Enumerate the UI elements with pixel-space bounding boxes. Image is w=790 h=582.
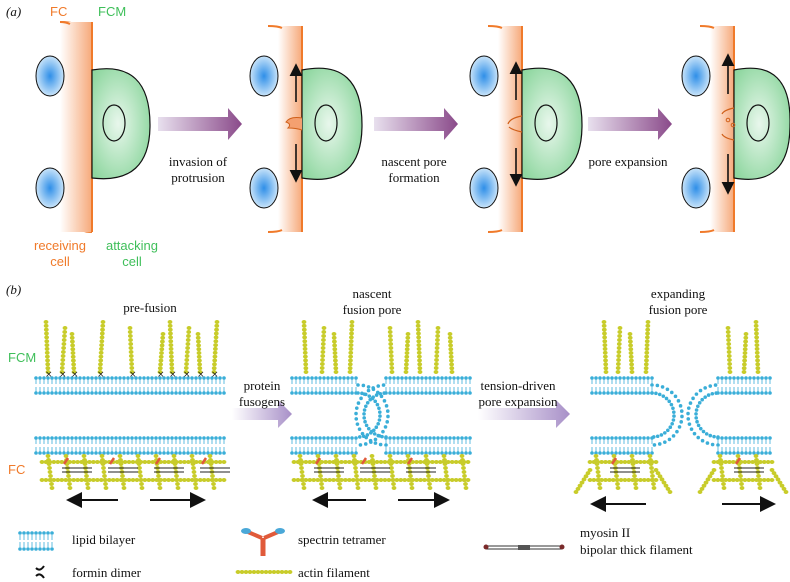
fcm-label: FCM	[98, 4, 126, 19]
stage2-cells	[249, 25, 363, 233]
tension-line1: tension-driven	[480, 378, 556, 393]
stage2-title-line1: nascent	[353, 286, 392, 301]
fc-label-b: FC	[8, 462, 25, 477]
legend-myosin-line2: bipolar thick filament	[580, 542, 693, 557]
stage3-title-line1: expanding	[651, 286, 706, 301]
fcm-actin-filaments: ⨯ ⨯ ⨯ ⨯ ⨯ ⨯ ⨯ ⨯ ⨯ ⨯	[43, 320, 761, 379]
fc-label: FC	[50, 4, 67, 19]
step2-line1: nascent pore	[381, 154, 447, 169]
stage1-title: pre-fusion	[123, 300, 177, 315]
legend-actin-label: actin filament	[298, 565, 370, 580]
fusogens-line2: fusogens	[239, 394, 285, 409]
panel-a-label: (a)	[6, 4, 21, 19]
step2-line2: formation	[388, 170, 440, 185]
fusogens-line1: protein	[244, 378, 281, 393]
attacking-cell-line1: attacking	[106, 238, 158, 253]
receiving-cell-line2: cell	[50, 254, 70, 269]
stage3-title-line2: fusion pore	[649, 302, 708, 317]
stage4-cells	[681, 25, 790, 233]
svg-text:⨯: ⨯	[183, 369, 191, 379]
step-arrow-3	[588, 108, 672, 140]
svg-text:⨯: ⨯	[97, 369, 105, 379]
stage3-cells	[469, 25, 583, 233]
attacking-cell-line2: cell	[122, 254, 142, 269]
step-arrow-b1	[232, 400, 292, 428]
receiving-cell-line1: receiving	[34, 238, 86, 253]
svg-text:⨯: ⨯	[211, 369, 219, 379]
formin-icon	[35, 565, 45, 579]
step-arrow-1	[158, 108, 242, 140]
actin-icon	[235, 570, 293, 574]
legend-formin-label: formin dimer	[72, 565, 142, 580]
step3-line1: pore expansion	[588, 154, 668, 169]
legend-myosin-line1: myosin II	[580, 525, 630, 540]
svg-text:⨯: ⨯	[157, 369, 165, 379]
myosin-icon	[483, 544, 565, 550]
tension-arrows	[66, 492, 776, 512]
fcm-label-b: FCM	[8, 350, 36, 365]
tension-line2: pore expansion	[478, 394, 558, 409]
stage1-cells	[35, 21, 151, 233]
stage2-title-line2: fusion pore	[343, 302, 402, 317]
panel-b-label: (b)	[6, 282, 21, 297]
svg-text:⨯: ⨯	[169, 369, 177, 379]
step-arrow-2	[374, 108, 458, 140]
svg-text:⨯: ⨯	[71, 369, 79, 379]
svg-text:⨯: ⨯	[59, 369, 67, 379]
legend-lipid-icon	[18, 531, 54, 551]
legend-spectrin-label: spectrin tetramer	[298, 532, 386, 547]
svg-text:⨯: ⨯	[197, 369, 205, 379]
step1-line1: invasion of	[169, 154, 228, 169]
step-arrow-b2	[478, 400, 570, 428]
spectrin-icon	[241, 528, 285, 556]
legend-lipid-label: lipid bilayer	[72, 532, 136, 547]
svg-text:⨯: ⨯	[45, 369, 53, 379]
lipid-bilayers	[34, 376, 772, 455]
step1-line2: protrusion	[171, 170, 225, 185]
svg-text:⨯: ⨯	[129, 369, 137, 379]
fc-cortex	[39, 454, 789, 494]
